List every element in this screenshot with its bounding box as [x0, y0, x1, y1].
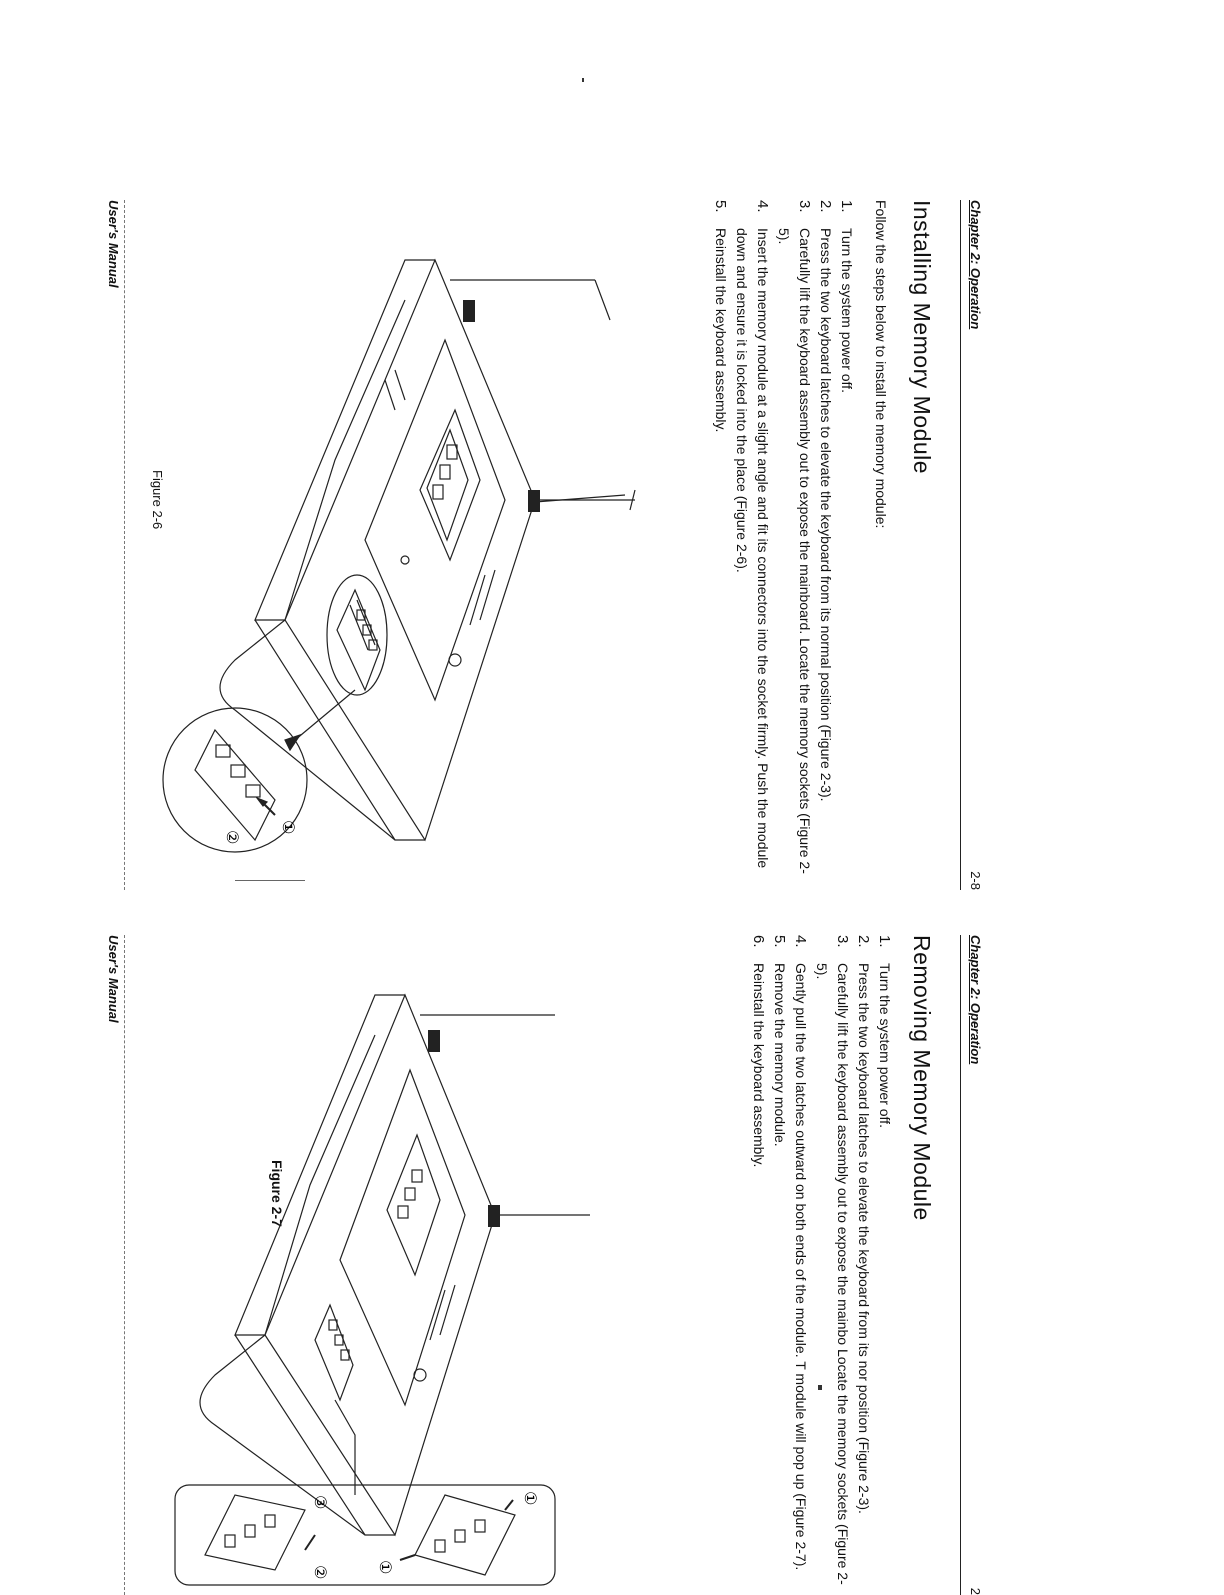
- step-text: Carefully lift the keyboard assembly out…: [814, 963, 851, 1585]
- list-item: 2. Press the two keyboard latches to elev…: [853, 935, 874, 1595]
- step-number: 3.: [796, 200, 813, 213]
- step-text: Press the two keyboard latches to elevat…: [818, 228, 834, 802]
- step-text: Remove the memory module.: [772, 963, 788, 1147]
- list-item: 3. Carefully lift the keyboard assembly o…: [773, 200, 815, 890]
- step-text: Turn the system power off.: [839, 228, 855, 393]
- laptop-memory-removal-illustration: ① ① ③ ②: [174, 993, 590, 1586]
- list-item: 6. Reinstall the keyboard assembly.: [748, 935, 769, 1595]
- step-number: 3.: [834, 935, 851, 948]
- step-text: Reinstall the keyboard assembly.: [751, 963, 767, 1168]
- callout-1: ①: [521, 1491, 540, 1505]
- section-title: Installing Memory Module: [909, 200, 935, 475]
- list-item: 5. Remove the memory module.: [769, 935, 790, 1595]
- step-number: 5.: [771, 935, 788, 948]
- callout-1b: ①: [376, 1560, 395, 1574]
- page-header: Chapter 2: Operation 2: [960, 935, 985, 1595]
- step-text: Press the two keyboard latches to elevat…: [856, 963, 872, 1514]
- page-installing-memory: Chapter 2: Operation 2-8 Installing Memo…: [104, 200, 985, 890]
- step-number: 4.: [754, 200, 771, 213]
- callout-2: ②: [223, 830, 242, 844]
- callout-3: ③: [311, 1495, 330, 1509]
- step-text: Reinstall the keyboard assembly.: [713, 228, 729, 433]
- figure-caption: Figure 2-6: [150, 470, 165, 530]
- step-text: Carefully lift the keyboard assembly out…: [776, 228, 813, 874]
- steps-list: 1. Turn the system power off. 2. Press the…: [748, 935, 895, 1595]
- step-text: Gently pull the two latches outward on b…: [793, 963, 809, 1571]
- step-number: 6.: [750, 935, 767, 948]
- callout-1: ①: [279, 820, 298, 834]
- list-item: 1. Turn the system power off.: [874, 935, 895, 1595]
- footer-text: User's Manual: [106, 200, 121, 288]
- step-number: 2.: [817, 200, 834, 213]
- footer-text: User's Manual: [106, 935, 121, 1023]
- list-item: 4. Insert the memory module at a slight a…: [731, 200, 773, 890]
- intro-text: Follow the steps below to install the me…: [873, 200, 889, 529]
- page-removing-memory: Chapter 2: Operation 2 Removing Memory M…: [104, 935, 985, 1595]
- page-header: Chapter 2: Operation 2-8: [960, 200, 985, 890]
- chapter-title: Chapter 2: Operation: [968, 200, 983, 330]
- chapter-title: Chapter 2: Operation: [968, 935, 983, 1065]
- laptop-memory-install-illustration: ① ②: [162, 258, 636, 853]
- step-number: 1.: [876, 935, 893, 948]
- step-number: 2.: [855, 935, 872, 948]
- step-number: 5.: [712, 200, 729, 213]
- list-item: 4. Gently pull the two latches outward on…: [790, 935, 811, 1595]
- page-number: 2-8: [968, 871, 983, 890]
- step-number: 1.: [838, 200, 855, 213]
- scan-speck: [582, 78, 584, 82]
- page-footer: User's Manual: [104, 935, 125, 1595]
- list-item: 2. Press the two keyboard latches to elev…: [815, 200, 836, 890]
- scan-speck: [818, 1385, 822, 1390]
- list-item: 3. Carefully lift the keyboard assembly o…: [811, 935, 853, 1595]
- steps-list: 1. Turn the system power off. 2. Press the…: [710, 200, 857, 890]
- page-footer: User's Manual: [104, 200, 125, 890]
- list-item: 1. Turn the system power off.: [836, 200, 857, 890]
- step-text: Turn the system power off.: [877, 963, 893, 1128]
- step-text: Insert the memory module at a slight ang…: [734, 228, 771, 869]
- callout-2: ②: [311, 1565, 330, 1579]
- step-number: 4.: [792, 935, 809, 948]
- scan-speck: [235, 880, 305, 881]
- list-item: 5. Reinstall the keyboard assembly.: [710, 200, 731, 890]
- page-number: 2: [968, 1587, 983, 1595]
- section-title: Removing Memory Module: [909, 935, 935, 1221]
